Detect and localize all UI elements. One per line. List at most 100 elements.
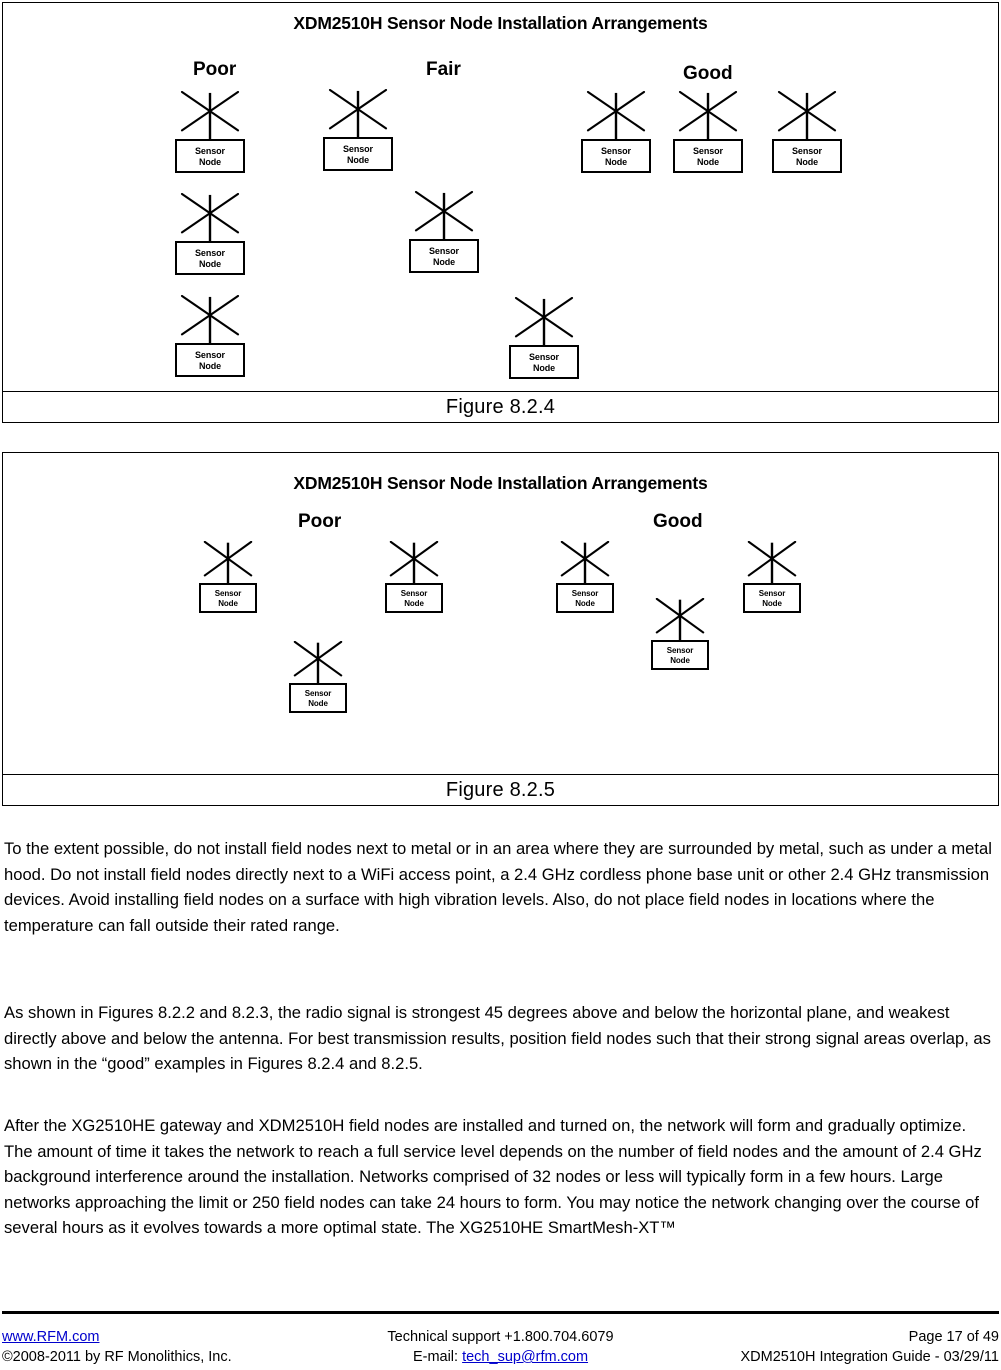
group-label-good: Good bbox=[653, 511, 703, 532]
footer-email-cell: E-mail: tech_sup@rfm.com bbox=[331, 1347, 670, 1367]
antenna-icon bbox=[673, 91, 743, 139]
page-footer: www.RFM.com Technical support +1.800.704… bbox=[2, 1327, 999, 1367]
sensor-node-label-line2: Node bbox=[762, 599, 782, 608]
footer-page-number: Page 17 of 49 bbox=[908, 1329, 999, 1345]
antenna-icon bbox=[175, 193, 245, 241]
sensor-node-label-line1: Sensor bbox=[343, 144, 373, 154]
sensor-node-label-line2: Node bbox=[532, 363, 556, 373]
sensor-node-label-line1: Sensor bbox=[666, 646, 694, 655]
sensor-node-label-line1: Sensor bbox=[571, 589, 599, 598]
sensor-node-label-line2: Node bbox=[218, 599, 238, 608]
sensor-node-label-line1: Sensor bbox=[429, 246, 459, 256]
antenna-icon bbox=[743, 541, 801, 583]
sensor-node-label-line2: Node bbox=[308, 699, 328, 708]
antenna-icon bbox=[509, 297, 579, 345]
antenna-icon bbox=[199, 541, 257, 583]
group-label-poor: Poor bbox=[298, 511, 342, 532]
sensor-node-label-line2: Node bbox=[198, 361, 222, 371]
antenna-icon bbox=[581, 91, 651, 139]
sensor-node-label-line2: Node bbox=[432, 257, 456, 267]
antenna-icon bbox=[289, 641, 347, 683]
footer-row-top: www.RFM.com Technical support +1.800.704… bbox=[2, 1327, 999, 1347]
footer-copyright: ©2008-2011 by RF Monolithics, Inc. bbox=[2, 1349, 232, 1365]
email-label: E-mail: bbox=[412, 1349, 459, 1365]
paragraph-signal-pattern: As shown in Figures 8.2.2 and 8.2.3, the… bbox=[4, 1003, 991, 1074]
sensor-node-label-line1: Sensor bbox=[304, 689, 332, 698]
sensor-node-label-line2: Node bbox=[575, 599, 595, 608]
antenna-icon bbox=[175, 295, 245, 343]
antenna-icon bbox=[651, 598, 709, 640]
figure-8-2-4-caption: Figure 8.2.4 bbox=[3, 391, 998, 422]
sensor-node-label-line1: Sensor bbox=[529, 352, 559, 362]
sensor-node-label-line1: Sensor bbox=[195, 248, 225, 258]
sensor-node-label-line1: Sensor bbox=[758, 589, 786, 598]
sensor-node-label-line1: Sensor bbox=[195, 146, 225, 156]
figure-8-2-4-diagram-title: XDM2510H Sensor Node Installation Arrang… bbox=[293, 13, 708, 33]
sensor-node-label-line1: Sensor bbox=[195, 350, 225, 360]
antenna-icon bbox=[772, 91, 842, 139]
footer-website-cell: www.RFM.com bbox=[2, 1327, 331, 1347]
sensor-node-label-line2: Node bbox=[670, 656, 690, 665]
antenna-icon bbox=[409, 191, 479, 239]
group-label-fair: Fair bbox=[426, 59, 461, 80]
figure-8-2-5-caption: Figure 8.2.5 bbox=[3, 774, 998, 805]
group-label-good: Good bbox=[683, 63, 733, 84]
website-link[interactable]: www.RFM.com bbox=[2, 1329, 100, 1345]
sensor-node-label-line2: Node bbox=[198, 157, 222, 167]
sensor-node-label-line2: Node bbox=[198, 259, 222, 269]
email-link[interactable]: tech_sup@rfm.com bbox=[462, 1349, 589, 1365]
antenna-icon bbox=[385, 541, 443, 583]
figure-8-2-5-canvas: XDM2510H Sensor Node Installation Arrang… bbox=[3, 453, 998, 774]
sensor-node-label-line2: Node bbox=[696, 157, 720, 167]
antenna-icon bbox=[175, 91, 245, 139]
sensor-node-label-line1: Sensor bbox=[400, 589, 428, 598]
figure-8-2-4-canvas: XDM2510H Sensor Node Installation Arrang… bbox=[3, 3, 998, 391]
footer-document-title: XDM2510H Integration Guide - 03/29/11 bbox=[740, 1349, 999, 1365]
figure-8-2-4-block: XDM2510H Sensor Node Installation Arrang… bbox=[2, 2, 999, 423]
figure-8-2-5-diagram-title: XDM2510H Sensor Node Installation Arrang… bbox=[293, 473, 708, 493]
antenna-icon bbox=[556, 541, 614, 583]
figure-8-2-5-block: XDM2510H Sensor Node Installation Arrang… bbox=[2, 452, 999, 806]
antenna-icon bbox=[323, 89, 393, 137]
sensor-node-label-line1: Sensor bbox=[693, 146, 723, 156]
footer-row-bottom: ©2008-2011 by RF Monolithics, Inc. E-mai… bbox=[2, 1347, 999, 1367]
sensor-node-label-line2: Node bbox=[346, 155, 370, 165]
sensor-node-label-line1: Sensor bbox=[214, 589, 242, 598]
footer-support-cell: Technical support +1.800.704.6079 bbox=[387, 1329, 614, 1345]
paragraph-network-formation: After the XG2510HE gateway and XDM2510H … bbox=[4, 1116, 982, 1238]
paragraph-installation-guidance: To the extent possible, do not install f… bbox=[4, 839, 992, 935]
sensor-node-label-line2: Node bbox=[795, 157, 819, 167]
footer-divider bbox=[2, 1311, 999, 1314]
sensor-node-label-line2: Node bbox=[404, 599, 424, 608]
sensor-node-label-line1: Sensor bbox=[792, 146, 822, 156]
sensor-node-label-line1: Sensor bbox=[601, 146, 631, 156]
